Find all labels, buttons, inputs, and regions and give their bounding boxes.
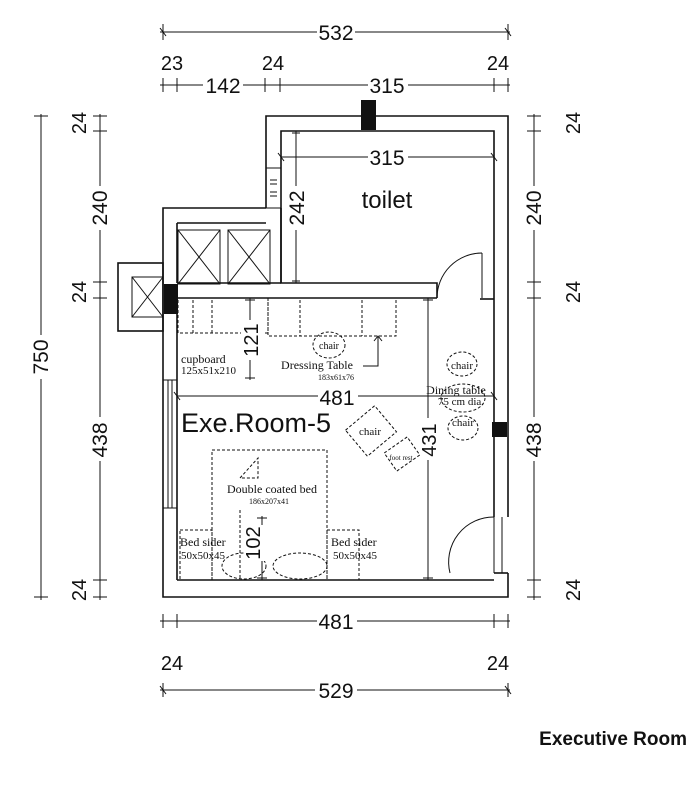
bed-sider-left [179, 529, 213, 581]
left-dimensions: 750 24 240 24 438 24 [30, 112, 112, 601]
dressing-table [267, 297, 397, 337]
lounge-chair-label: chair [359, 426, 381, 438]
bottom-dimensions: 481 24 24 529 [159, 610, 512, 703]
column-left [164, 284, 178, 314]
bed-sider-right-size: 50x50x45 [333, 550, 378, 562]
dressing-label: Dressing Table [281, 358, 353, 372]
right-dimensions: 24 240 24 438 24 [523, 112, 585, 601]
dim-inner-481: 481 [319, 387, 354, 410]
column-top [361, 100, 376, 130]
dim-top-24b: 24 [487, 53, 509, 75]
column-right [492, 422, 507, 437]
dim-left-438: 438 [89, 422, 112, 457]
dim-right-438: 438 [523, 422, 546, 457]
dim-left-24b: 24 [69, 281, 91, 303]
dim-inner-242: 242 [286, 190, 309, 225]
toilet-dimensions: 315 242 [277, 131, 498, 283]
toilet-label: toilet [362, 187, 413, 214]
bed [211, 449, 328, 581]
dim-inner-102: 102 [243, 526, 265, 559]
bed-sider-right-label: Bed sider [331, 535, 377, 549]
dim-top-142: 142 [205, 75, 240, 98]
bed-sider-left-size: 50x50x45 [181, 550, 226, 562]
dim-right-240: 240 [523, 190, 546, 225]
dim-top-24a: 24 [262, 53, 284, 75]
cupboard-size: 125x51x210 [181, 365, 237, 377]
dim-bottom-24b: 24 [487, 653, 509, 675]
dim-top-total: 532 [318, 22, 353, 45]
bed-label: Double coated bed [227, 482, 317, 496]
dim-top-23: 23 [161, 53, 183, 75]
dressing-chair: chair [312, 331, 346, 359]
dim-left-total: 750 [30, 339, 53, 374]
dining-chair-top-label: chair [451, 360, 473, 372]
dim-right-24a: 24 [563, 112, 585, 134]
dressing-chair-label: chair [319, 341, 340, 352]
doors [436, 252, 503, 574]
dim-top-315: 315 [369, 75, 404, 98]
dim-bottom-529: 529 [318, 680, 353, 703]
room-label: Exe.Room-5 [181, 408, 331, 438]
dining-label: Dining table [426, 383, 486, 397]
foot-rest: foot rest [383, 436, 421, 472]
dim-inner-315: 315 [369, 147, 404, 170]
dim-bottom-481: 481 [318, 611, 353, 634]
dim-left-240: 240 [89, 190, 112, 225]
dining-size: 75 cm dia. [438, 396, 484, 408]
bed-size: 186x207x41 [249, 497, 289, 506]
dining-set: chair Dining table 75 cm dia. chair [426, 351, 486, 441]
dim-inner-431: 431 [419, 423, 441, 456]
cupboard-label: cupboard [181, 352, 226, 366]
dim-right-24b: 24 [563, 281, 585, 303]
walls [117, 115, 509, 598]
dim-left-24a: 24 [69, 112, 91, 134]
dim-right-24c: 24 [563, 579, 585, 601]
dim-left-24c: 24 [69, 579, 91, 601]
dressing-size: 183x61x76 [318, 373, 354, 382]
foot-rest-label: foot rest [389, 454, 412, 462]
dim-inner-121: 121 [241, 323, 263, 356]
dim-bottom-24a: 24 [161, 653, 183, 675]
drawing-caption: Executive Room [539, 729, 687, 750]
dining-chair-bottom-label: chair [452, 417, 474, 429]
bed-sider-right [326, 529, 360, 581]
top-dimensions: 532 23 142 24 315 24 [159, 20, 512, 98]
lounge-chair: chair [344, 405, 398, 457]
bed-sider-left-label: Bed sider [180, 535, 226, 549]
